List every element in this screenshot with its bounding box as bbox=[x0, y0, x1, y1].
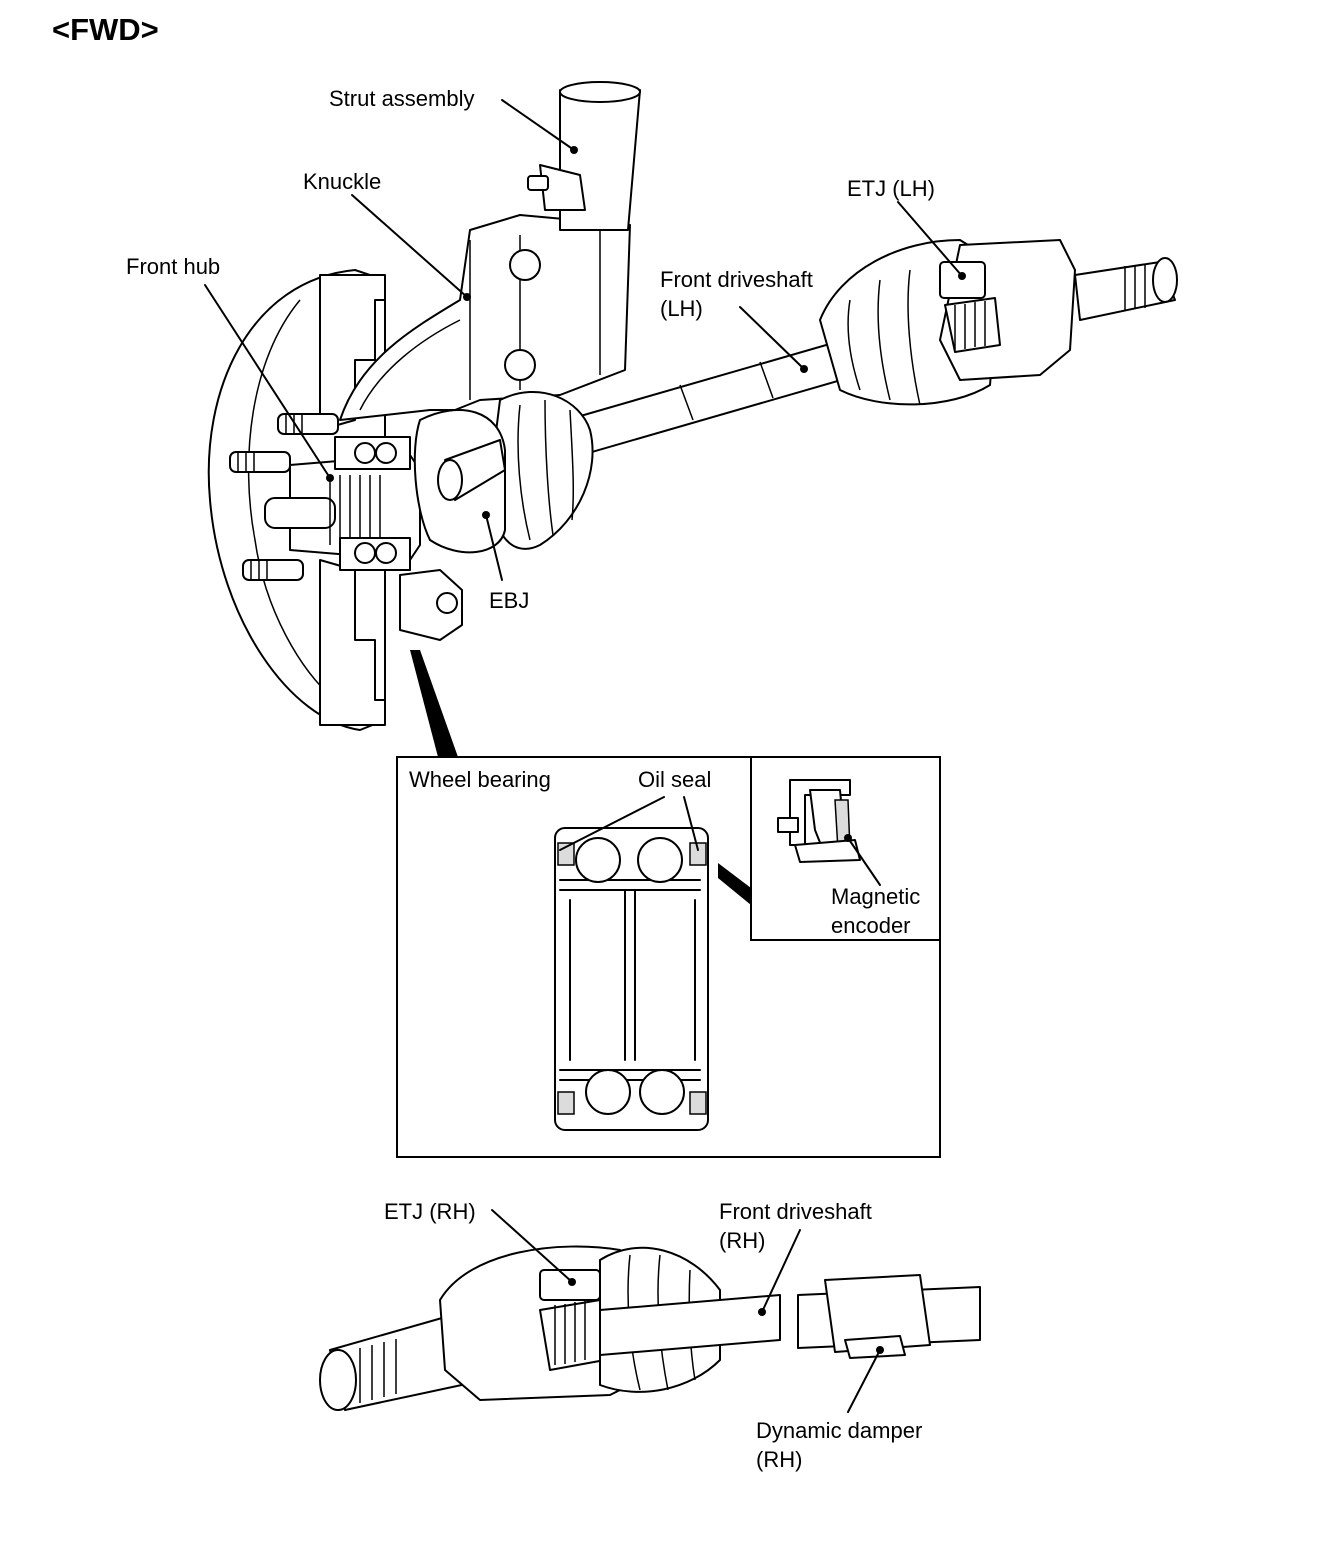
wheel-bearing-label: Wheel bearing bbox=[409, 767, 551, 792]
front-driveshaft-rh-label: Front driveshaft (RH) bbox=[719, 1197, 872, 1255]
oil-seal-label: Oil seal bbox=[638, 767, 712, 792]
lh-driveshaft bbox=[413, 239, 1178, 554]
knuckle-label: Knuckle bbox=[303, 169, 382, 194]
callout-wedge-seal bbox=[718, 863, 751, 905]
dynamic-damper-label-line1: Dynamic damper bbox=[756, 1418, 923, 1443]
dynamic-damper-label-line2: (RH) bbox=[756, 1447, 803, 1472]
front-hub-assembly bbox=[264, 436, 463, 641]
etj-lh-label: ETJ (LH) bbox=[847, 176, 935, 201]
knuckle-body bbox=[339, 214, 631, 421]
front-driveshaft-rh-label-line2: (RH) bbox=[719, 1228, 766, 1253]
ebj-label: EBJ bbox=[489, 588, 530, 613]
front-driveshaft-rh-label-line1: Front driveshaft bbox=[719, 1199, 872, 1224]
front-driveshaft-lh-label: Front driveshaft (LH) bbox=[660, 265, 813, 323]
etj-rh-label: ETJ (RH) bbox=[384, 1199, 476, 1224]
oil-seal-detail bbox=[777, 779, 861, 863]
rh-driveshaft bbox=[319, 1245, 981, 1411]
callout-wedge-main bbox=[410, 650, 458, 757]
front-hub-label: Front hub bbox=[126, 254, 221, 279]
strut-tube bbox=[527, 81, 641, 231]
wheel-bearing-section bbox=[554, 827, 709, 1131]
diagram-title: <FWD> bbox=[52, 12, 159, 47]
wheel-studs bbox=[229, 413, 339, 581]
magnetic-encoder-label-line1: Magnetic bbox=[831, 884, 921, 909]
front-driveshaft-lh-label-line2: (LH) bbox=[660, 296, 703, 321]
magnetic-encoder-label-line2: encoder bbox=[831, 913, 911, 938]
magnetic-encoder-label: Magnetic encoder bbox=[831, 882, 920, 940]
strut-assembly-label: Strut assembly bbox=[329, 86, 475, 111]
front-driveshaft-lh-label-line1: Front driveshaft bbox=[660, 267, 813, 292]
dynamic-damper-label: Dynamic damper (RH) bbox=[756, 1416, 922, 1474]
leader-lines bbox=[204, 99, 966, 1413]
